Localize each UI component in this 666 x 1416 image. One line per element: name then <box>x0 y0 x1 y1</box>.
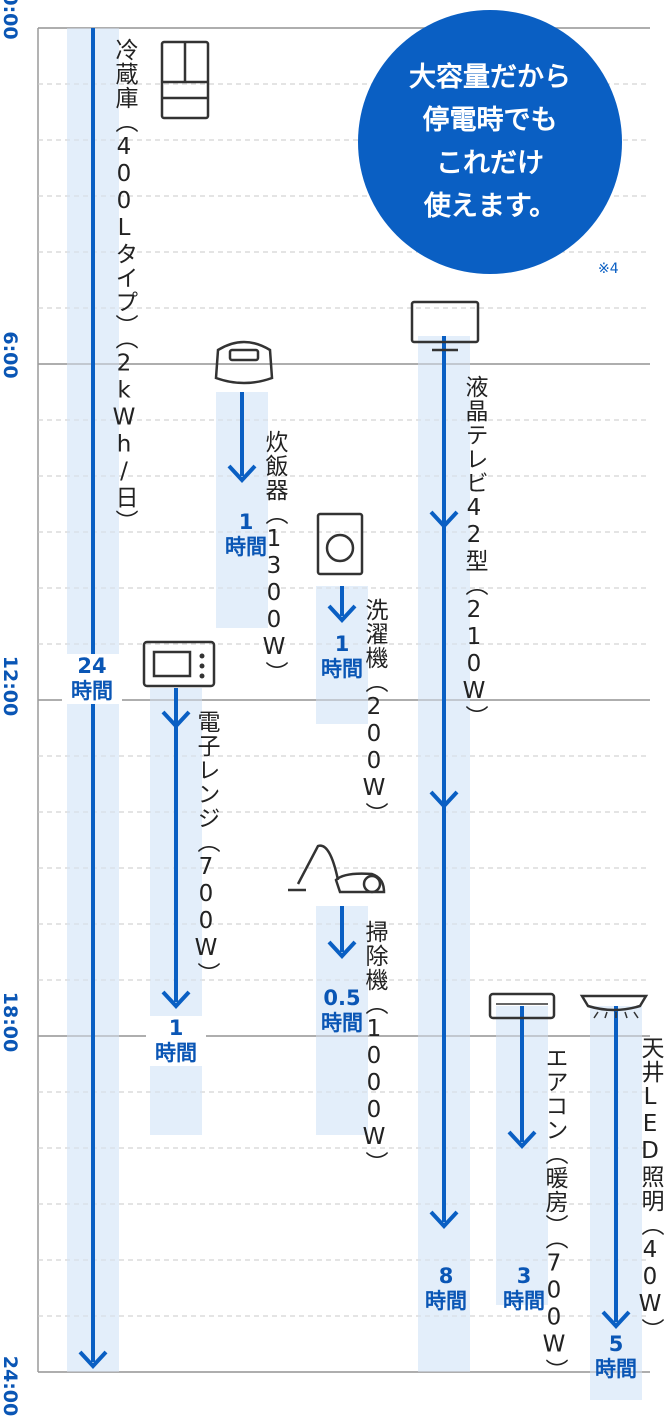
washer-arrow-head <box>327 604 357 623</box>
mw-knob <box>199 673 205 679</box>
mw-body <box>142 640 216 688</box>
microwave-arrow-extra-0-head <box>161 710 191 729</box>
light-shade <box>579 994 649 1012</box>
washer-drum <box>325 533 355 563</box>
microwave-icon <box>142 640 216 688</box>
light-arrow-head <box>601 1310 631 1329</box>
light-duration: 5 時間 <box>595 1332 637 1382</box>
rice-body <box>214 340 274 385</box>
tv-duration: 8 時間 <box>425 1264 467 1314</box>
aircon-label: エアコン（暖房）（700W） <box>541 1046 567 1383</box>
mw-window <box>152 650 192 678</box>
washing-machine-icon <box>316 512 364 576</box>
fridge-label: 冷蔵庫（400Lタイプ）（2kWh/日） <box>111 38 137 534</box>
microwave-duration: 1 時間 <box>146 1016 206 1067</box>
washer-label: 洗濯機（200W） <box>361 598 387 826</box>
fridge-duration: 24 時間 <box>62 654 122 705</box>
tv-arrow-head <box>429 1210 459 1229</box>
microwave-arrow-head <box>161 990 191 1009</box>
washer-body <box>316 512 364 576</box>
vacuum-label: 掃除機（1000W） <box>361 920 387 1175</box>
rice-cooker-duration: 1 時間 <box>225 510 267 560</box>
light-ray <box>593 1011 599 1019</box>
light-ray <box>604 1011 608 1019</box>
mw-knob <box>199 663 205 669</box>
light-ray <box>624 1011 628 1019</box>
rice-arrow-head <box>227 464 257 483</box>
rice-cooker-icon <box>214 340 274 385</box>
mw-knob <box>199 653 205 659</box>
rice-cooker-label: 炊飯器（1300W） <box>261 430 287 685</box>
vac-wheel <box>362 874 382 894</box>
light-ray <box>633 1011 639 1019</box>
aircon-arrow-head <box>507 1130 537 1149</box>
capacity-badge: 大容量だから 停電時でも これだけ 使えます。 <box>358 10 622 274</box>
badge-line: 停電時でも <box>422 104 558 136</box>
ac-body <box>488 992 556 1020</box>
vacuum-cleaner-icon <box>288 844 386 894</box>
tv-arrow-extra-1-head <box>429 790 459 809</box>
light-label: 天井LED照明（40W） <box>637 1036 663 1342</box>
footnote-mark: ※4 <box>598 261 619 277</box>
vacuum-duration: 0.5 時間 <box>321 986 363 1036</box>
tv-label: 液晶テレビ42型（210W） <box>461 375 487 729</box>
microwave-label: 電子レンジ（700W） <box>193 710 219 986</box>
fridge-arrow-head <box>78 1350 108 1369</box>
badge-line: 使えます。 <box>423 191 557 223</box>
air-conditioner-icon <box>488 992 556 1020</box>
vacuum-arrow-head <box>327 940 357 959</box>
ceiling-light-icon <box>579 994 649 1019</box>
vac-body <box>334 872 386 894</box>
aircon-duration: 3 時間 <box>503 1264 545 1314</box>
tv-icon <box>410 300 480 352</box>
tv-arrow-extra-0-head <box>429 510 459 529</box>
rice-panel <box>228 348 260 362</box>
vac-hose <box>296 844 340 885</box>
refrigerator-icon <box>160 40 210 120</box>
tv-screen <box>410 300 480 344</box>
washer-duration: 1 時間 <box>321 632 363 682</box>
badge-line: 大容量だから <box>409 61 571 93</box>
badge-line: これだけ <box>436 148 544 179</box>
